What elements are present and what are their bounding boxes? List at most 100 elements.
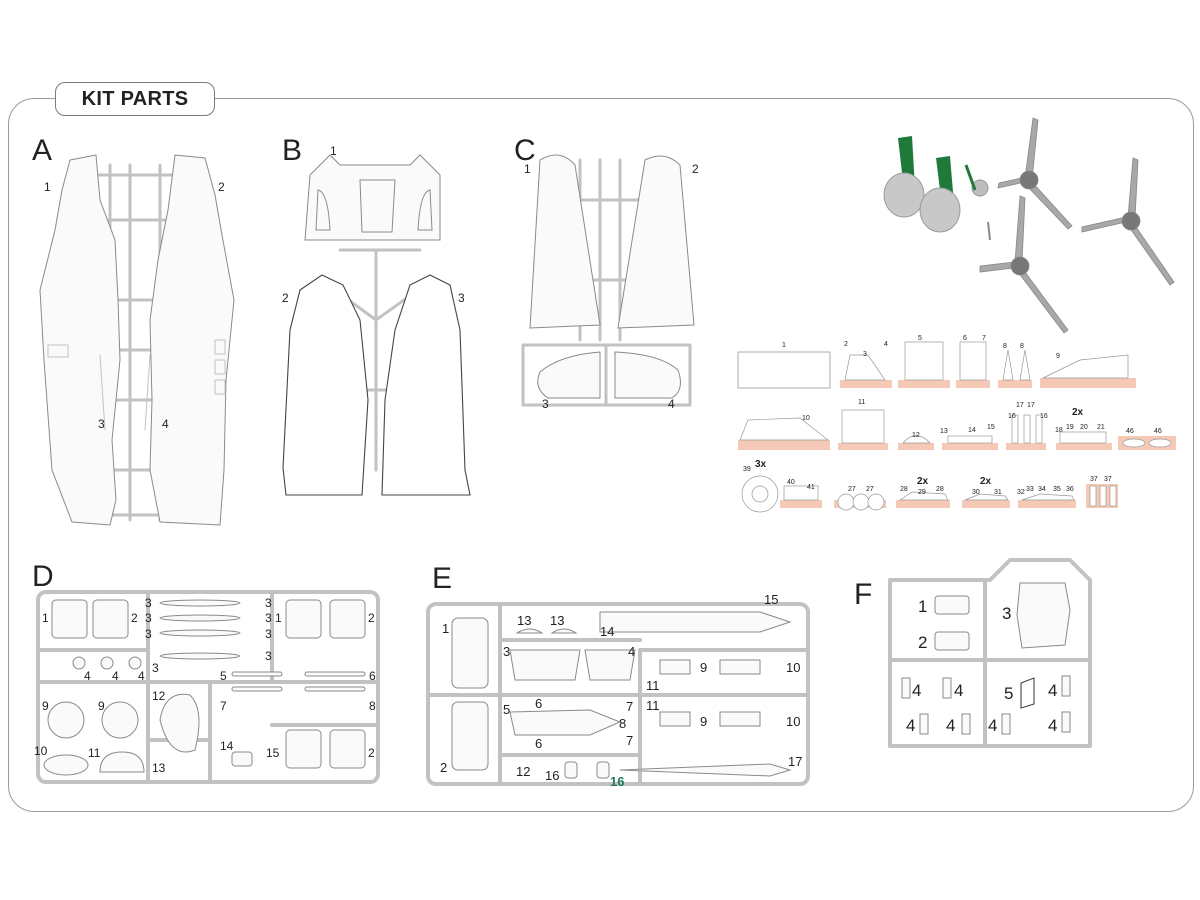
pe-row3-qty-3: 2x [980,476,992,487]
sprue-b-letter: B [282,134,302,167]
part-d-4c: 4 [138,669,145,683]
pe-row3-qty-2: 2x [917,476,929,487]
part-d-11: 11 [88,746,101,760]
part-e-9b: 9 [700,714,707,729]
sprue-f: F 1 2 3 4 4 4 4 5 4 [854,558,1092,748]
pe-6: 6 [963,335,967,342]
part-e-16b: 16 [610,774,624,789]
pe-17b: 17 [1027,402,1035,409]
part-d-5: 5 [220,669,227,683]
pe-34: 34 [1038,486,1046,493]
pe-40: 40 [787,479,795,486]
pe-15: 15 [987,424,995,431]
sprue-a-letter: A [32,134,52,167]
part-e-16a: 16 [545,768,559,783]
pe-11: 11 [858,399,865,406]
pe-37b: 37 [1104,476,1112,483]
pe-row2-qty: 2x [1072,407,1084,418]
part-d-3h: 3 [265,649,272,663]
pe-32: 32 [1017,489,1025,496]
pe-21: 21 [1097,424,1105,431]
part-e-11a: 11 [646,678,660,693]
part-e-3: 3 [503,644,510,659]
pe-7: 7 [982,335,986,342]
part-e-6b: 6 [535,736,542,751]
part-f-4a: 4 [912,681,921,700]
pe-17a: 17 [1016,402,1024,409]
part-c-4: 4 [668,397,675,411]
pe-8b: 8 [1020,343,1024,350]
pe-13: 13 [940,428,948,435]
part-e-8: 8 [619,716,626,731]
pe-29: 29 [918,489,926,496]
pe-10: 10 [802,415,810,422]
pe-8a: 8 [1003,343,1007,350]
part-d-3d: 3 [265,596,272,610]
kit-parts-frame [8,98,1194,812]
part-a-4: 4 [162,417,169,431]
part-f-4g: 4 [1048,716,1057,735]
part-f-4f: 4 [1048,681,1057,700]
part-e-15: 15 [764,592,778,607]
part-c-1: 1 [524,162,531,176]
part-f-1: 1 [918,597,927,616]
part-d-9b: 9 [98,699,105,713]
pe-28a: 28 [900,486,908,493]
pe-4: 4 [884,341,888,348]
part-a-1: 1 [44,180,51,194]
sprue-d-letter: D [32,560,54,593]
pe-46a: 46 [1126,428,1134,435]
part-c-2: 2 [692,162,699,176]
part-d-3g: 3 [152,661,159,675]
pe-27b: 27 [866,486,874,493]
pe-9: 9 [1056,353,1060,360]
pe-5: 5 [918,335,922,342]
part-f-4e: 4 [988,716,997,735]
part-f-4c: 4 [906,716,915,735]
part-d-6: 6 [369,669,376,683]
pe-30: 30 [972,489,980,496]
sprue-b: B 1 2 3 [282,134,471,496]
pe-28b: 28 [936,486,944,493]
part-d-2c: 2 [368,746,375,760]
part-d-3c: 3 [145,627,152,641]
sprue-a: A 1 2 3 4 [32,134,235,526]
part-d-2: 2 [131,611,138,625]
part-d-10: 10 [34,744,48,758]
part-c-3: 3 [542,397,549,411]
pe-3: 3 [863,351,867,358]
pe-33: 33 [1026,486,1034,493]
part-d-4a: 4 [84,669,91,683]
part-d-3b: 3 [145,611,152,625]
part-f-5: 5 [1004,684,1013,703]
pe-39: 39 [743,466,751,473]
pe-2: 2 [844,341,848,348]
part-d-7: 7 [220,699,227,713]
part-b-2: 2 [282,291,289,305]
pe-37a: 37 [1090,476,1098,483]
part-e-13b: 13 [550,613,564,628]
resin-parts [883,117,1175,334]
sprue-c-letter: C [514,134,536,167]
part-b-3: 3 [458,291,465,305]
part-f-2: 2 [918,633,927,652]
pe-14: 14 [968,427,976,434]
sprue-c: C 1 2 3 4 [514,134,699,411]
part-d-3e: 3 [265,611,272,625]
part-e-12: 12 [516,764,530,779]
part-e-5: 5 [503,702,510,717]
photoetch-fret: 1 2 3 4 5 6 7 8 8 9 10 11 12 13 14 15 17… [737,335,1176,513]
part-e-11b: 11 [646,698,660,713]
pe-18: 18 [1055,427,1063,434]
pe-36: 36 [1066,486,1074,493]
sprue-f-letter: F [854,578,872,611]
pe-12: 12 [912,432,920,439]
part-e-4: 4 [628,644,635,659]
part-e-17: 17 [788,754,802,769]
part-d-1b: 1 [275,611,282,625]
pe-41: 41 [807,484,815,491]
part-d-8: 8 [369,699,376,713]
sprue-e: E 1 13 [426,562,810,789]
pe-20: 20 [1080,424,1088,431]
